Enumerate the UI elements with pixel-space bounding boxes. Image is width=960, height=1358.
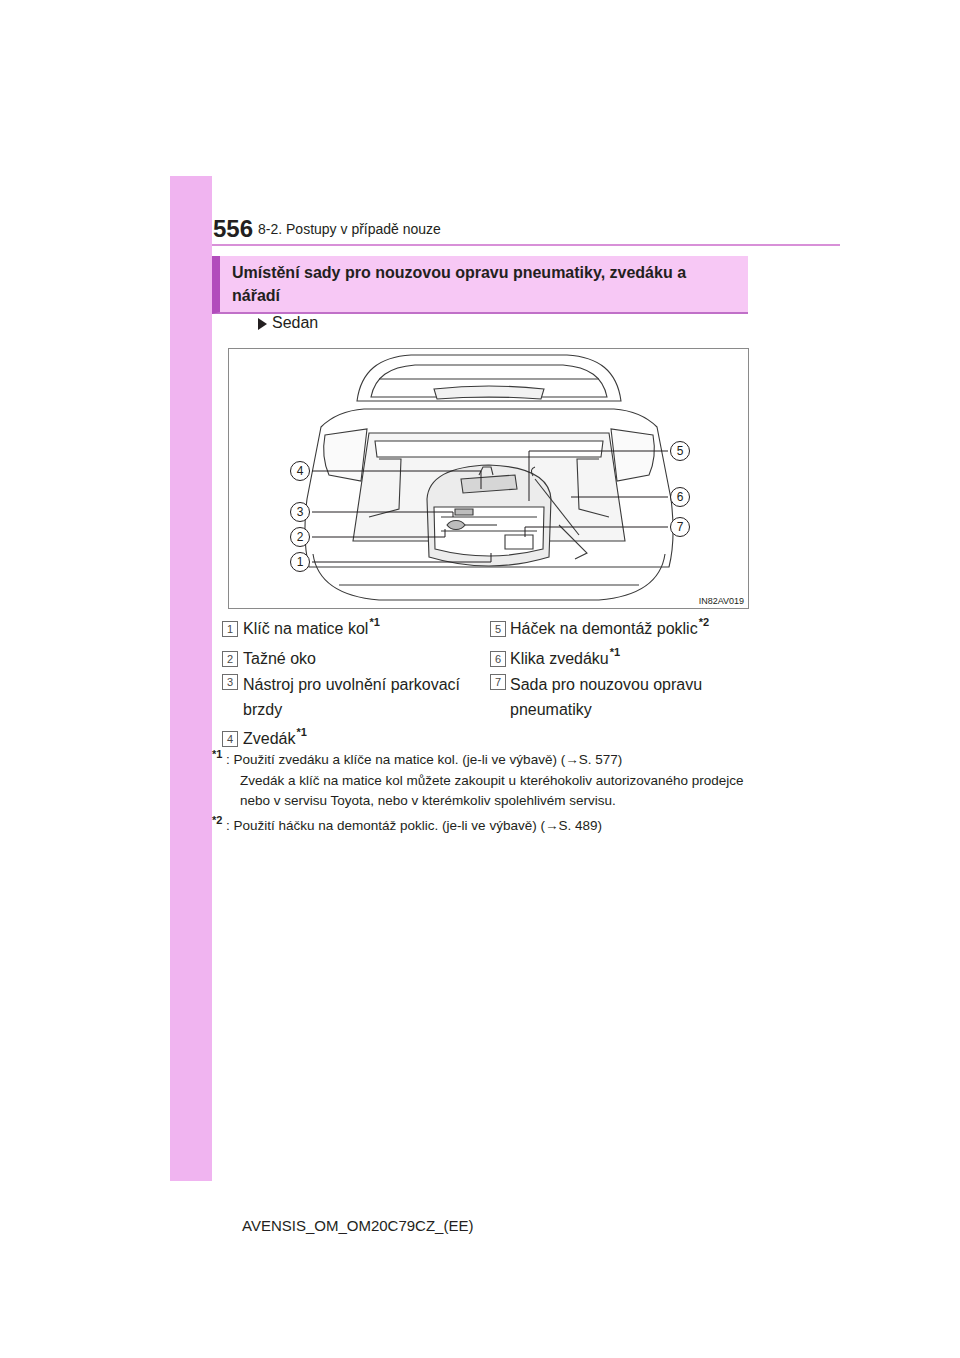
illustration-part bbox=[305, 409, 673, 567]
part-name: Háček na demontáž poklic bbox=[510, 619, 698, 639]
callout-number: 4 bbox=[290, 461, 310, 481]
illustration-part bbox=[339, 584, 639, 585]
legend-number: 5 bbox=[490, 621, 506, 637]
illustration-part bbox=[455, 509, 473, 515]
callout-number: 7 bbox=[670, 517, 690, 537]
footnote-text: : Použití zvedáku a klíče na matice kol.… bbox=[226, 752, 622, 769]
footnote-marker: *2 bbox=[212, 814, 222, 828]
illustration-frame: IN82AV019 1 2 3 4 5 6 7 bbox=[228, 348, 749, 609]
illustration-part bbox=[531, 467, 535, 476]
callout-digit: 3 bbox=[297, 506, 304, 518]
illustration-part bbox=[611, 429, 654, 481]
heading-band: Umístění sady pro nouzovou opravu pneuma… bbox=[212, 256, 748, 314]
legend-number: 6 bbox=[490, 651, 506, 667]
footnote-ref: *1 bbox=[369, 616, 379, 630]
callout-digit: 2 bbox=[227, 654, 233, 665]
callout-number: 6 bbox=[670, 487, 690, 507]
footnote-marker: *1 bbox=[212, 748, 222, 762]
legend-number: 3 bbox=[222, 674, 238, 690]
leader-line bbox=[571, 497, 668, 498]
section-heading: Umístění sady pro nouzovou opravu pneuma… bbox=[232, 261, 736, 307]
callout-digit: 6 bbox=[677, 491, 684, 503]
leader-line bbox=[312, 553, 491, 562]
legend-number: 4 bbox=[222, 731, 238, 747]
leader-line bbox=[525, 527, 668, 537]
callout-digit: 2 bbox=[297, 531, 304, 543]
footnote-text: : Použití háčku na demontáž poklic. (je-… bbox=[226, 818, 602, 835]
callout-digit: 5 bbox=[677, 445, 684, 457]
callout-digit: 4 bbox=[297, 465, 304, 477]
leader-line bbox=[312, 529, 445, 537]
illustration-part bbox=[461, 475, 517, 493]
footnote-text: Zvedák a klíč na matice kol můžete zakou… bbox=[240, 771, 765, 811]
figure-code: IN82AV019 bbox=[699, 597, 744, 606]
illustration-part bbox=[375, 441, 603, 457]
legend-number: 7 bbox=[490, 674, 506, 690]
variant-name: Sedan bbox=[272, 313, 318, 333]
document-code: AVENSIS_OM_OM20C79CZ_(EE) bbox=[242, 1217, 473, 1236]
illustration-part bbox=[434, 507, 544, 556]
callout-digit: 7 bbox=[677, 521, 684, 533]
part-name: Tažné oko bbox=[243, 649, 316, 669]
legend-number: 2 bbox=[222, 651, 238, 667]
side-band bbox=[170, 176, 212, 1181]
part-name: Zvedák bbox=[243, 729, 295, 749]
legend-number: 1 bbox=[222, 621, 238, 637]
footnote-ref: *1 bbox=[296, 726, 306, 740]
illustration-part bbox=[447, 521, 465, 530]
illustration-part bbox=[427, 465, 551, 566]
illustration-part bbox=[324, 429, 367, 481]
illustration-part bbox=[559, 525, 587, 559]
header-rule bbox=[212, 244, 840, 246]
leader-line bbox=[529, 451, 668, 501]
callout-digit: 6 bbox=[495, 654, 501, 665]
illustration-part bbox=[465, 524, 497, 525]
running-header: 8-2. Postupy v případě nouze bbox=[258, 221, 441, 239]
callout-digit: 5 bbox=[495, 624, 501, 635]
callout-digit: 1 bbox=[227, 624, 233, 635]
page-number: 556 bbox=[213, 214, 253, 244]
callout-number: 3 bbox=[290, 502, 310, 522]
callout-number: 5 bbox=[670, 441, 690, 461]
illustration-part bbox=[357, 355, 621, 401]
callout-digit: 7 bbox=[495, 677, 501, 688]
callout-digit: 3 bbox=[227, 677, 233, 688]
illustration-part bbox=[379, 378, 599, 379]
illustration-part bbox=[369, 459, 401, 517]
illustration-part bbox=[505, 535, 533, 549]
callout-digit: 4 bbox=[227, 734, 233, 745]
part-name: Klika zvedáku bbox=[510, 649, 609, 669]
illustration-part bbox=[353, 433, 625, 541]
part-name: Klíč na matice kol bbox=[243, 619, 368, 639]
callout-number: 1 bbox=[290, 552, 310, 572]
leader-line bbox=[312, 512, 453, 517]
illustration-part bbox=[434, 386, 544, 399]
part-name: Nástroj pro uvolnění parkovací brzdy bbox=[243, 672, 483, 722]
footnote-ref: *2 bbox=[699, 616, 709, 630]
footnote-ref: *1 bbox=[610, 646, 620, 660]
leader-line bbox=[312, 471, 481, 489]
part-name: Sada pro nouzovou opravu pneumatiky bbox=[510, 672, 735, 722]
illustration-part bbox=[577, 459, 609, 517]
bullet-triangle bbox=[257, 317, 269, 331]
callout-digit: 1 bbox=[297, 556, 304, 568]
callout-number: 2 bbox=[290, 527, 310, 547]
illustration-part bbox=[441, 517, 537, 531]
